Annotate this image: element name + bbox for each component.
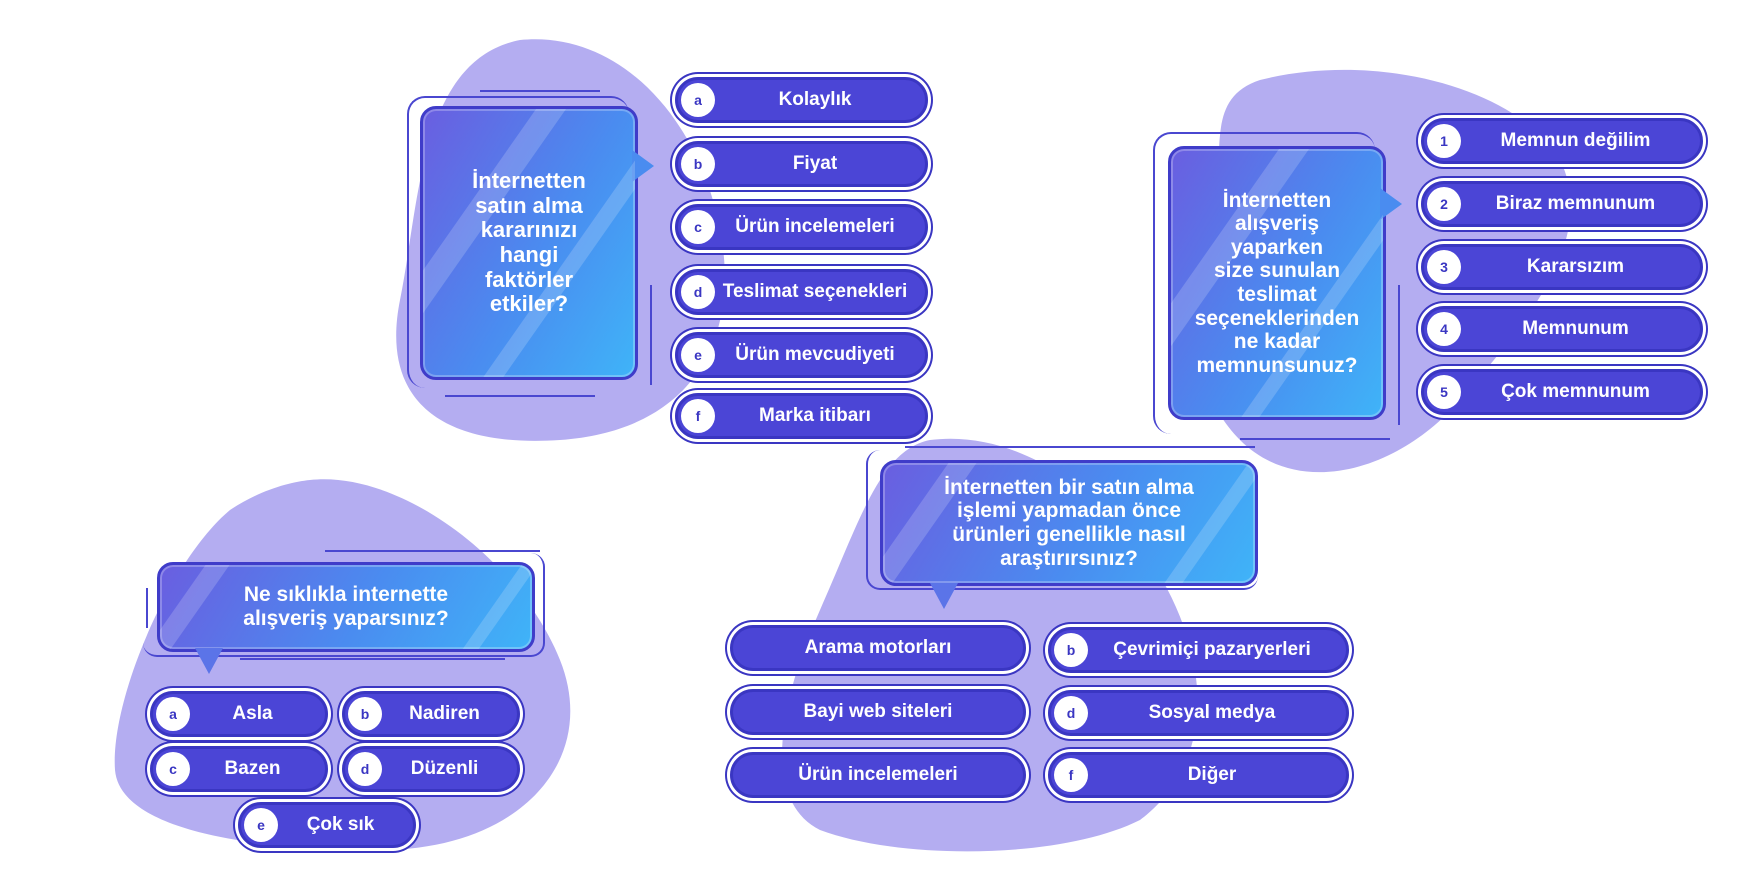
- option-button[interactable]: a Asla: [150, 691, 328, 737]
- option-badge: a: [681, 83, 715, 117]
- decor-line: [445, 395, 595, 397]
- option-badge: 3: [1427, 250, 1461, 284]
- option-label: Nadiren: [409, 703, 480, 724]
- option-button[interactable]: e Çok sık: [238, 802, 416, 848]
- glass-highlight: [160, 565, 237, 649]
- option-badge: 4: [1427, 312, 1461, 346]
- option-button[interactable]: 4 Memnunum: [1421, 306, 1703, 352]
- option-label: Çok memnunum: [1501, 381, 1650, 402]
- option-button[interactable]: b Çevrimiçi pazaryerleri: [1048, 627, 1349, 673]
- option-button[interactable]: b Nadiren: [342, 691, 520, 737]
- option-label: Kararsızım: [1526, 256, 1625, 277]
- question-text: İnternetten bir satın alma işlemi yapmad…: [944, 475, 1194, 570]
- option-label: Asla: [232, 703, 273, 724]
- decor-line: [1240, 438, 1390, 440]
- decor-line: [650, 285, 652, 385]
- decor-line: [905, 446, 1255, 448]
- option-button[interactable]: e Ürün mevcudiyeti: [675, 332, 928, 378]
- option-button[interactable]: 3 Kararsızım: [1421, 244, 1703, 290]
- option-label: Ürün incelemeleri: [735, 216, 895, 237]
- glass-highlight: [451, 565, 532, 649]
- option-badge: e: [244, 808, 278, 842]
- option-badge: f: [1054, 758, 1088, 792]
- option-label: Çevrimiçi pazaryerleri: [1113, 639, 1311, 660]
- option-button[interactable]: d Düzenli: [342, 746, 520, 792]
- option-button[interactable]: Arama motorları: [730, 625, 1026, 671]
- option-label: Düzenli: [410, 758, 479, 779]
- option-badge: a: [156, 697, 190, 731]
- option-badge: d: [348, 752, 382, 786]
- question-box: İnternetten alışveriş yaparken size sunu…: [1168, 146, 1386, 420]
- speech-bubble-tail: [930, 583, 958, 609]
- option-label: Marka itibarı: [759, 405, 871, 426]
- option-label: Bayi web siteleri: [803, 701, 953, 722]
- option-button[interactable]: b Fiyat: [675, 141, 928, 187]
- option-label: Bazen: [224, 758, 281, 779]
- option-badge: 5: [1427, 375, 1461, 409]
- option-label: Sosyal medya: [1148, 702, 1276, 723]
- decor-line: [1398, 285, 1400, 425]
- option-badge: 1: [1427, 124, 1461, 158]
- question-text: İnternetten alışveriş yaparken size sunu…: [1194, 188, 1360, 377]
- decor-line: [146, 588, 148, 628]
- option-badge: b: [681, 147, 715, 181]
- option-badge: e: [681, 338, 715, 372]
- option-button[interactable]: f Diğer: [1048, 752, 1349, 798]
- option-badge: d: [1054, 696, 1088, 730]
- option-label: Memnunum: [1522, 318, 1629, 339]
- option-label: Ürün mevcudiyeti: [735, 344, 895, 365]
- question-box: İnternetten satın alma kararınızı hangi …: [420, 106, 638, 380]
- question-text: Ne sıklıkla internette alışveriş yaparsı…: [243, 583, 449, 630]
- option-badge: b: [348, 697, 382, 731]
- option-button[interactable]: Bayi web siteleri: [730, 689, 1026, 735]
- option-badge: b: [1054, 633, 1088, 667]
- option-button[interactable]: c Bazen: [150, 746, 328, 792]
- option-badge: f: [681, 399, 715, 433]
- question-text: İnternetten satın alma kararınızı hangi …: [472, 168, 586, 317]
- blob-survey4: [114, 479, 571, 850]
- option-badge: c: [156, 752, 190, 786]
- decor-line: [240, 658, 505, 660]
- option-label: Ürün incelemeleri: [798, 764, 958, 785]
- option-label: Çok sık: [306, 814, 375, 835]
- option-button[interactable]: d Teslimat seçenekleri: [675, 269, 928, 315]
- option-label: Kolaylık: [778, 89, 852, 110]
- option-button[interactable]: d Sosyal medya: [1048, 690, 1349, 736]
- option-label: Arama motorları: [804, 637, 952, 658]
- option-label: Diğer: [1187, 764, 1237, 785]
- option-button[interactable]: 2 Biraz memnunum: [1421, 181, 1703, 227]
- option-label: Fiyat: [792, 153, 838, 174]
- option-button[interactable]: c Ürün incelemeleri: [675, 204, 928, 250]
- decor-line: [325, 550, 540, 552]
- option-badge: 2: [1427, 187, 1461, 221]
- option-badge: c: [681, 210, 715, 244]
- question-box: Ne sıklıkla internette alışveriş yaparsı…: [157, 562, 535, 652]
- question-box: İnternetten bir satın alma işlemi yapmad…: [880, 460, 1258, 586]
- decor-line: [480, 90, 600, 92]
- option-button[interactable]: f Marka itibarı: [675, 393, 928, 439]
- option-button[interactable]: 5 Çok memnunum: [1421, 369, 1703, 415]
- option-button[interactable]: a Kolaylık: [675, 77, 928, 123]
- option-label: Memnun değilim: [1500, 130, 1651, 151]
- speech-bubble-tail: [1380, 188, 1402, 220]
- speech-bubble-tail: [632, 150, 654, 182]
- speech-bubble-tail: [195, 648, 223, 674]
- option-badge: d: [681, 275, 715, 309]
- option-button[interactable]: Ürün incelemeleri: [730, 752, 1026, 798]
- option-label: Biraz memnunum: [1495, 193, 1656, 214]
- decor-line: [866, 480, 868, 498]
- option-button[interactable]: 1 Memnun değilim: [1421, 118, 1703, 164]
- option-label: Teslimat seçenekleri: [722, 281, 908, 302]
